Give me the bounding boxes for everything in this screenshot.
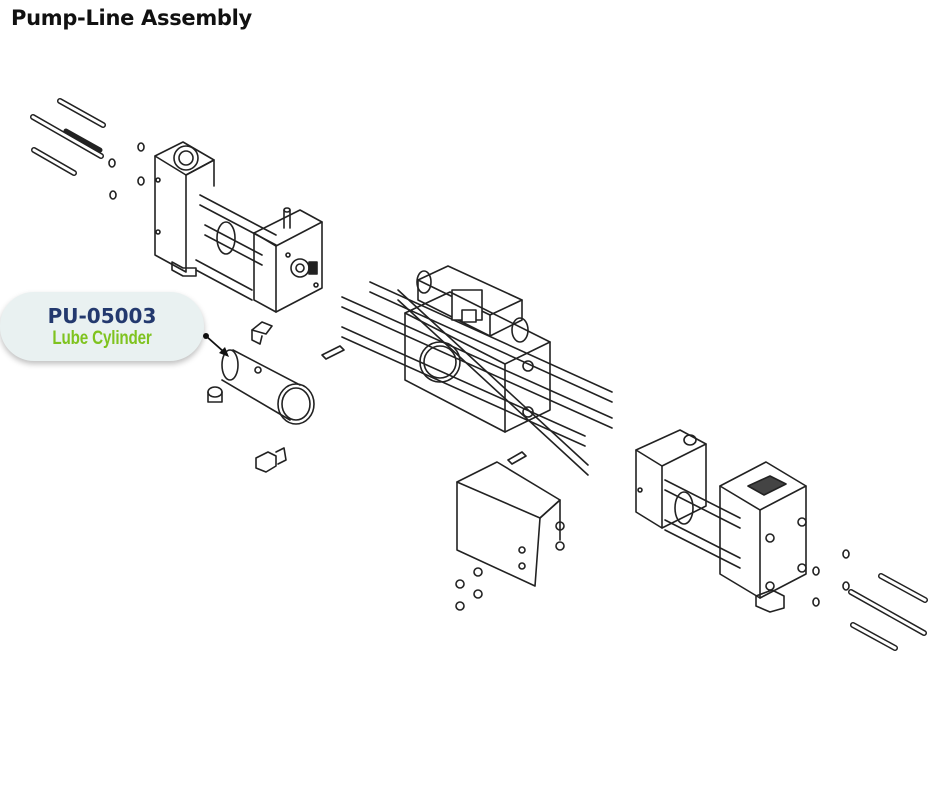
bolts-upper-left [30,98,106,176]
dowel-pin-left [321,345,345,360]
part-name: Lube Cylinder [52,327,152,349]
dowel-pin-center [507,451,527,465]
center-rods [341,281,613,476]
elbow-fitting-top [251,321,273,345]
pump-head-left [253,209,323,313]
part-number: PU-05003 [47,303,157,328]
guard-screws [455,521,565,611]
callout-leader-arrow [203,333,229,357]
bolts-lower-right [848,573,928,651]
page-title: Pump-Line Assembly [11,6,252,30]
tie-rods-right [664,479,741,569]
part-callout[interactable]: PU-05003 Lube Cylinder [0,292,204,361]
elbow-fitting-bottom [255,447,287,473]
guard-plate [456,461,561,587]
end-block-left [154,141,215,277]
lube-cylinder [221,349,315,425]
pump-head-right [635,429,707,529]
end-block-right [719,461,807,613]
manifold-block [404,291,551,433]
washers-upper-left [108,142,145,200]
plug-fitting [207,386,223,403]
washers-lower-right [812,549,850,607]
